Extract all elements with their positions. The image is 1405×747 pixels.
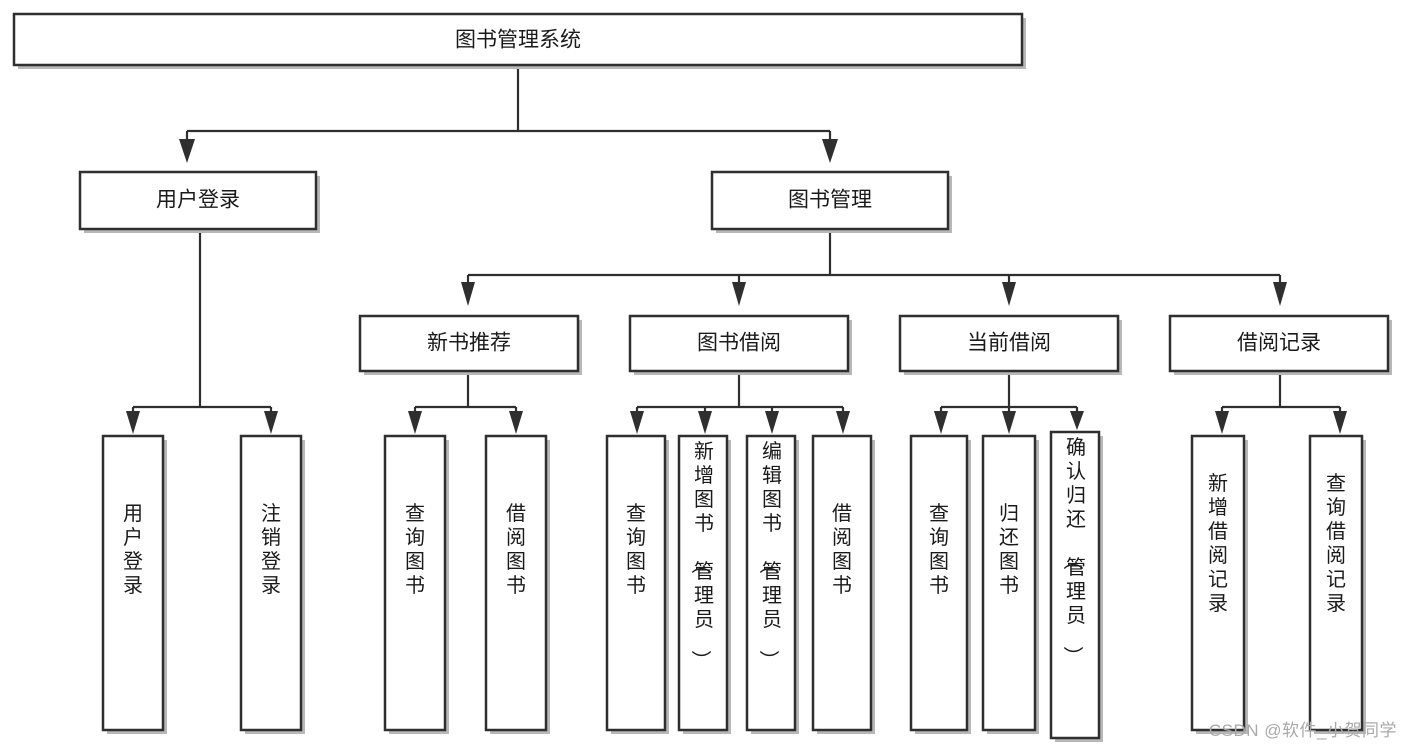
book-borrow-label: 图书借阅 [697, 332, 781, 355]
arrow-book-borrow [732, 282, 746, 306]
current-borrow-box[interactable] [898, 314, 1120, 373]
node-leaf-query-book-borrow[interactable]: 查询图书 [605, 434, 669, 734]
leaf-return-book-box[interactable] [981, 434, 1037, 732]
arrow-current-borrow [1002, 282, 1016, 306]
arrow-leaf-borrow-book-1 [509, 411, 523, 434]
leaf-logout-label: 注销登录 [261, 502, 281, 597]
leaf-borrow-book-2-label: 借阅图书 [832, 502, 852, 597]
arrow-leaf-query-book-2 [630, 411, 644, 434]
leaf-confirm-return-label: 确认归还（管理员） [1061, 436, 1086, 666]
node-leaf-return-book[interactable]: 归还图书 [981, 434, 1039, 734]
leaf-confirm-return-box[interactable] [1049, 430, 1101, 740]
arrow-leaf-user-login [126, 411, 140, 434]
node-leaf-borrow-book-recommend[interactable]: 借阅图书 [484, 434, 550, 734]
node-borrow-record[interactable]: 借阅记录 [1168, 314, 1392, 375]
leaf-borrow-book-2-box[interactable] [811, 434, 873, 732]
node-leaf-query-book-current[interactable]: 查询图书 [909, 434, 971, 734]
new-book-recommend-box[interactable] [358, 314, 580, 373]
leaf-return-book-label: 归还图书 [999, 502, 1019, 597]
leaf-query-record-label: 查询借阅记录 [1326, 472, 1346, 615]
leaf-logout-box[interactable] [239, 434, 303, 732]
leaf-add-book-label: 新增图书（管理员） [689, 440, 714, 670]
node-new-book-recommend[interactable]: 新书推荐 [358, 314, 582, 375]
leaf-user-login-label: 用户登录 [123, 503, 143, 597]
leaf-add-record-label: 新增借阅记录 [1208, 472, 1228, 615]
book-management-box[interactable] [710, 170, 950, 231]
arrow-leaf-add-book [698, 411, 712, 434]
node-leaf-add-borrow-record[interactable]: 新增借阅记录 [1190, 434, 1248, 734]
arrow-leaf-query-book-3 [934, 411, 948, 434]
current-borrow-label: 当前借阅 [967, 332, 1051, 355]
arrow-leaf-edit-book [765, 411, 779, 434]
node-leaf-confirm-return[interactable]: 确认归还（管理员） [1049, 430, 1103, 742]
leaf-query-book-3-box[interactable] [909, 434, 969, 732]
node-leaf-query-book-recommend[interactable]: 查询图书 [383, 434, 449, 734]
root-box[interactable] [12, 12, 1024, 67]
arrow-leaf-borrow-book-2 [836, 411, 850, 434]
arrow-borrow-record [1273, 282, 1287, 306]
node-leaf-user-login[interactable]: 用户登录 [101, 434, 167, 734]
arrow-leaf-return-book [1002, 411, 1016, 434]
node-book-borrow[interactable]: 图书借阅 [628, 314, 852, 375]
new-book-recommend-label: 新书推荐 [427, 332, 511, 355]
node-leaf-borrow-book-borrow[interactable]: 借阅图书 [811, 434, 875, 734]
book-management-label: 图书管理 [788, 189, 872, 212]
arrow-leaf-query-record [1333, 411, 1347, 434]
arrow-book-mgmt [822, 139, 838, 163]
arrow-leaf-query-book-1 [408, 411, 422, 434]
borrow-record-label: 借阅记录 [1237, 332, 1321, 355]
leaf-query-book-3-label: 查询图书 [929, 502, 949, 597]
node-leaf-edit-book[interactable]: 编辑图书（管理员） [745, 434, 799, 734]
leaf-query-book-1-label: 查询图书 [405, 502, 425, 597]
node-leaf-add-book[interactable]: 新增图书（管理员） [677, 434, 731, 734]
leaf-borrow-book-1-box[interactable] [484, 434, 548, 732]
root-label: 图书管理系统 [455, 29, 581, 52]
node-user-login[interactable]: 用户登录 [78, 170, 320, 233]
borrow-record-box[interactable] [1168, 314, 1390, 373]
leaf-query-record-box[interactable] [1308, 434, 1364, 732]
leaf-query-book-2-box[interactable] [605, 434, 667, 732]
leaf-query-book-2-label: 查询图书 [626, 502, 646, 597]
leaf-edit-book-box[interactable] [745, 434, 797, 732]
node-leaf-logout[interactable]: 注销登录 [239, 434, 305, 734]
leaf-add-book-box[interactable] [677, 434, 729, 732]
arrow-leaf-logout [264, 411, 278, 434]
node-leaf-query-borrow-record[interactable]: 查询借阅记录 [1308, 434, 1366, 734]
book-borrow-box[interactable] [628, 314, 850, 373]
node-current-borrow[interactable]: 当前借阅 [898, 314, 1122, 375]
user-login-label: 用户登录 [156, 189, 240, 212]
arrow-user-login [179, 139, 195, 163]
leaf-add-record-box[interactable] [1190, 434, 1246, 732]
connector-layer [126, 66, 1347, 434]
leaf-borrow-book-1-label: 借阅图书 [506, 502, 526, 597]
leaf-user-login-box[interactable] [101, 434, 165, 732]
node-book-management[interactable]: 图书管理 [710, 170, 952, 233]
node-root-book-management-system[interactable]: 图书管理系统 [12, 12, 1026, 69]
arrow-leaf-confirm-return [1070, 411, 1084, 430]
leaf-edit-book-label: 编辑图书（管理员） [757, 440, 782, 670]
arrow-leaf-add-record [1215, 411, 1229, 434]
user-login-box[interactable] [78, 170, 318, 231]
arrow-new-book-rec [461, 282, 475, 306]
leaf-query-book-1-box[interactable] [383, 434, 447, 732]
